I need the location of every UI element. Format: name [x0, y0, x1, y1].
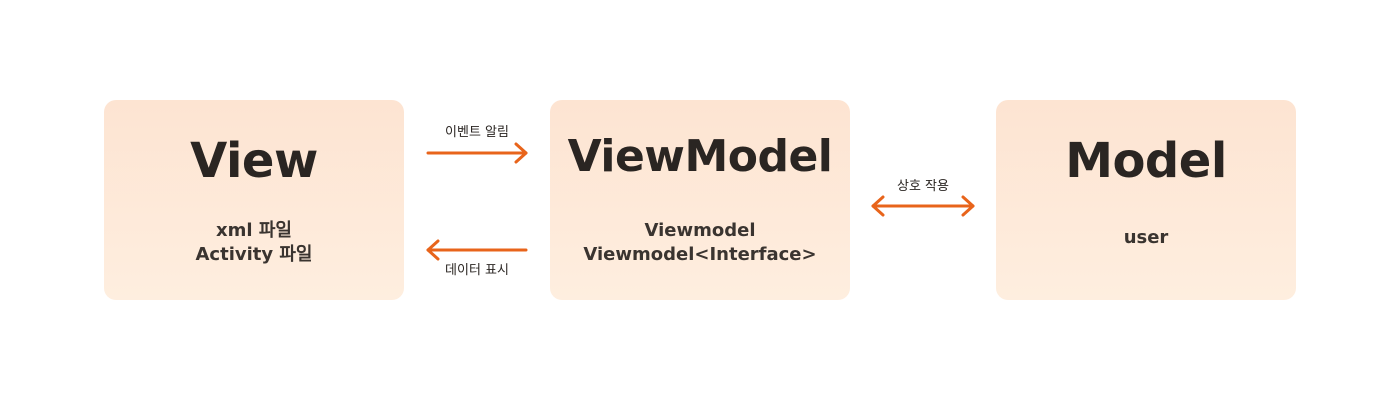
model-line-1: user: [1123, 227, 1169, 248]
model-description: user: [996, 226, 1296, 250]
data-display-label: 데이터 표시: [445, 263, 509, 278]
interaction-label: 상호 작용: [897, 179, 949, 194]
model-box: Model user: [996, 100, 1296, 300]
data-display-arrow: [426, 239, 528, 261]
view-title: View: [190, 133, 318, 189]
viewmodel-line-1: Viewmodel: [644, 220, 756, 241]
interaction-arrow: [871, 195, 975, 217]
viewmodel-box: ViewModel Viewmodel Viewmodel<Interface>: [550, 100, 850, 300]
view-line-1: xml 파일: [216, 220, 292, 241]
event-notify-label: 이벤트 알림: [445, 125, 509, 140]
view-description: xml 파일 Activity 파일: [104, 219, 404, 267]
view-box: View xml 파일 Activity 파일: [104, 100, 404, 300]
model-title: Model: [1065, 133, 1227, 189]
viewmodel-title: ViewModel: [567, 131, 833, 182]
view-line-2: Activity 파일: [195, 244, 313, 265]
viewmodel-description: Viewmodel Viewmodel<Interface>: [550, 219, 850, 267]
viewmodel-line-2: Viewmodel<Interface>: [583, 244, 817, 265]
event-notify-arrow: [426, 142, 528, 164]
